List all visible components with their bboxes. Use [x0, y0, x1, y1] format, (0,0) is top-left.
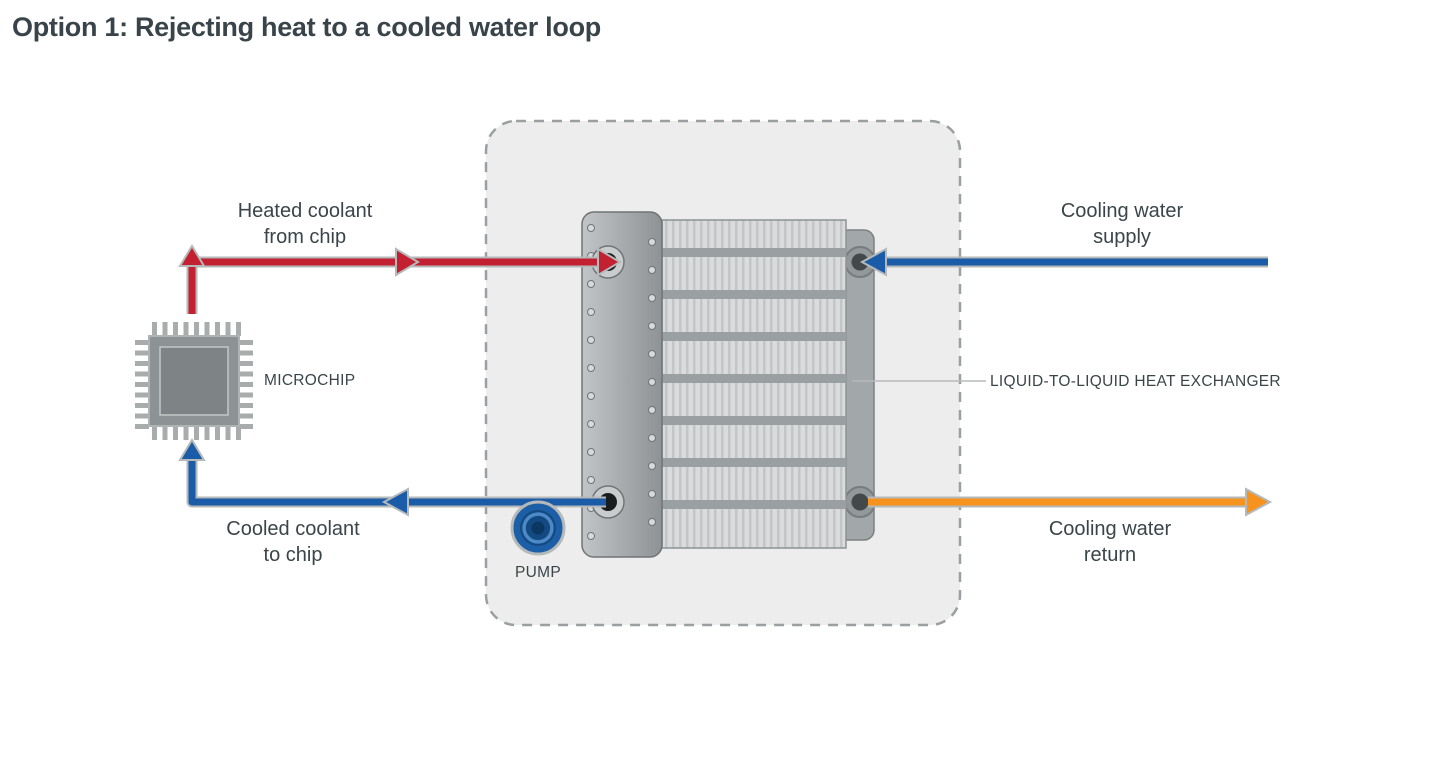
hx-bolt	[648, 406, 656, 414]
hx-bolt	[648, 490, 656, 498]
hx-bolt	[648, 322, 656, 330]
chip-die	[159, 346, 229, 416]
chip-pin	[239, 413, 253, 419]
hx-bolt	[648, 350, 656, 358]
hx-bolts	[587, 224, 656, 540]
hx-bolt	[648, 238, 656, 246]
chip-pin	[162, 426, 168, 440]
chip-pin	[152, 426, 157, 440]
chip-pin	[135, 340, 149, 345]
microchip-label: MICROCHIP	[264, 372, 356, 389]
hx-bolt	[587, 392, 595, 400]
chip-pin	[225, 426, 231, 440]
chip-pins	[135, 322, 253, 440]
heated-coolant-arrowhead-up	[178, 244, 206, 267]
heated-coolant-arrow	[178, 244, 622, 314]
hx-front-plate	[581, 211, 663, 558]
pump-impeller	[522, 512, 554, 544]
microchip-icon	[135, 322, 253, 440]
chip-pin	[135, 392, 149, 398]
cooled-coolant-arrow	[178, 438, 606, 517]
chip-pin	[152, 322, 157, 336]
chip-pin	[239, 392, 253, 398]
cooling-return-label: Cooling water return	[1048, 518, 1172, 567]
cooled-coolant-arrowhead-mid	[381, 487, 409, 517]
cooling-return-arrow	[868, 487, 1273, 517]
chip-pin	[162, 322, 168, 336]
chip-pin	[225, 322, 231, 336]
chip-pin	[194, 426, 199, 440]
hx-bolt	[587, 420, 595, 428]
chip-pin	[239, 382, 253, 387]
chip-pin	[135, 403, 149, 408]
chip-pin	[239, 340, 253, 345]
chip-pin	[239, 403, 253, 408]
chip-pin	[135, 413, 149, 419]
heat-exchanger-label: LIQUID-TO-LIQUID HEAT EXCHANGER	[990, 373, 1281, 390]
chip-pin	[239, 424, 253, 429]
cooled-coolant-label: Cooled coolant to chip	[226, 518, 360, 567]
hx-bolt	[648, 294, 656, 302]
hx-bolt	[587, 280, 595, 288]
chip-pin	[173, 322, 178, 336]
hx-bolt	[587, 308, 595, 316]
hx-bolt	[587, 224, 595, 232]
chip-pin	[239, 361, 253, 366]
chip-pin	[135, 361, 149, 366]
chip-pin	[194, 322, 199, 336]
chip-pin	[135, 382, 149, 387]
page-title: Option 1: Rejecting heat to a cooled wat…	[12, 12, 601, 42]
hx-bolt	[587, 532, 595, 540]
hx-bolt	[587, 336, 595, 344]
hx-bolt	[648, 266, 656, 274]
hx-bolt	[648, 378, 656, 386]
hx-bolt	[648, 518, 656, 526]
hx-bolt	[648, 462, 656, 470]
heated-coolant-label: Heated coolant from chip	[237, 200, 373, 249]
chip-pin	[236, 426, 241, 440]
chip-pin	[183, 426, 189, 440]
hx-bolt	[587, 448, 595, 456]
hx-plate-stack	[661, 219, 847, 549]
cooled-coolant-arrowhead-up	[178, 438, 206, 461]
pump-label: PUMP	[515, 564, 561, 581]
chip-pin	[239, 350, 253, 356]
chip-pin	[236, 322, 241, 336]
hx-bolt	[587, 476, 595, 484]
heat-exchanger-icon	[581, 211, 876, 558]
chip-pin	[135, 424, 149, 429]
cooling-supply-label: Cooling water supply	[1060, 200, 1184, 249]
heated-coolant-arrowhead-end	[597, 247, 622, 277]
hx-port-bottom-right-hole	[851, 493, 869, 511]
chip-pin	[215, 322, 220, 336]
chip-pin	[215, 426, 220, 440]
heated-coolant-arrowhead-mid	[395, 247, 420, 277]
chip-pin	[173, 426, 178, 440]
chip-pin	[135, 350, 149, 356]
cooling-supply-arrow	[859, 247, 1268, 277]
chip-pin	[204, 322, 210, 336]
chip-pin	[135, 371, 149, 377]
cooling-supply-arrowhead	[859, 247, 887, 277]
chip-pin	[183, 322, 189, 336]
chip-pin	[239, 371, 253, 377]
pump-icon	[510, 500, 566, 556]
chip-pin	[204, 426, 210, 440]
hx-bolt	[648, 434, 656, 442]
hx-bolt	[587, 364, 595, 372]
cooling-return-arrowhead	[1245, 487, 1273, 517]
hx-plate-bars	[662, 248, 846, 509]
